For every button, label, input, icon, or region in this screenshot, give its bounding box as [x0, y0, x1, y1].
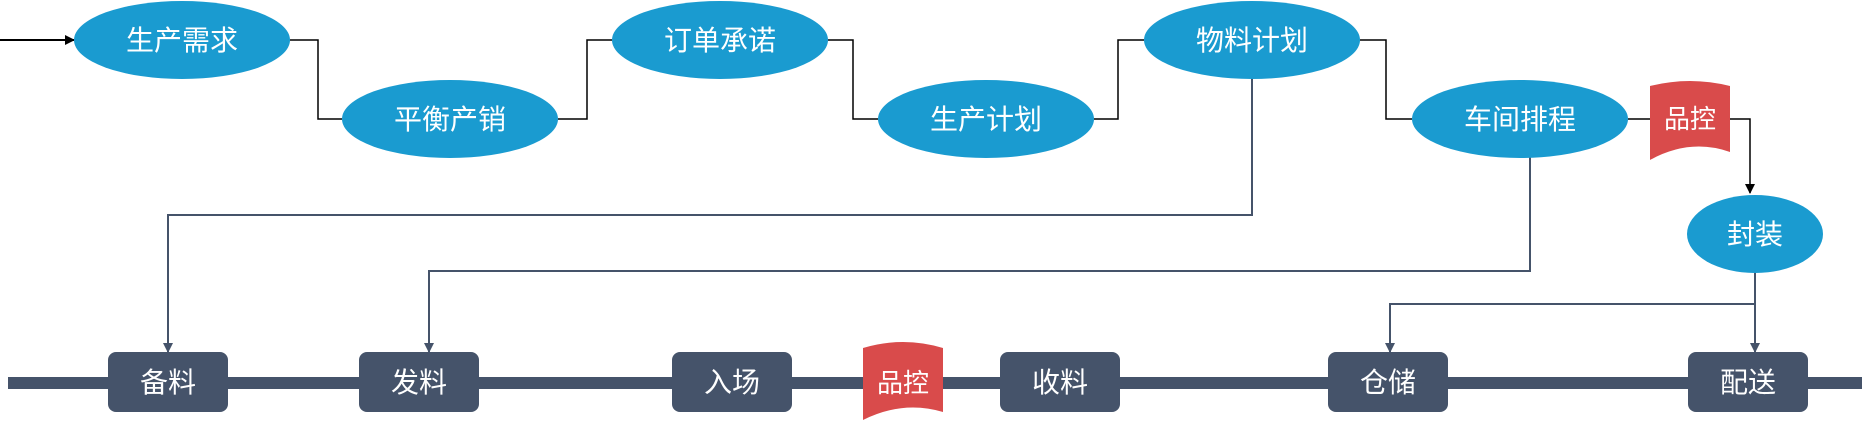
- node-plan-label: 生产计划: [930, 103, 1042, 136]
- connector-schedule-issue: [424, 157, 1531, 353]
- station-qc_bottom[interactable]: [863, 342, 943, 420]
- station-issue[interactable]: [359, 352, 479, 412]
- connector-balance-order: [558, 39, 612, 120]
- station-storage-label: 仓储: [1360, 366, 1416, 399]
- connector-package-storage: [1385, 303, 1755, 353]
- connector-demand-balance: [290, 39, 342, 120]
- node-plan[interactable]: [878, 80, 1094, 158]
- station-entry-label: 入场: [704, 366, 760, 399]
- node-balance[interactable]: [342, 80, 558, 158]
- connector-material-schedule: [1360, 39, 1412, 120]
- package-node[interactable]: [1687, 195, 1823, 273]
- node-schedule[interactable]: [1412, 80, 1628, 158]
- connector-plan-material: [1094, 39, 1144, 120]
- node-material[interactable]: [1144, 1, 1360, 79]
- node-demand[interactable]: [74, 1, 290, 79]
- qc-top-document-shape: [1650, 81, 1730, 160]
- side-nodes: 品控 封装: [1650, 81, 1823, 273]
- qc-top-label: 品控: [1664, 105, 1716, 135]
- package-label: 封装: [1727, 218, 1783, 251]
- connector-material-prepare: [163, 78, 1253, 353]
- connector-order-plan: [828, 39, 878, 120]
- station-receive-label: 收料: [1032, 366, 1088, 399]
- station-storage[interactable]: [1328, 352, 1448, 412]
- connector-qc-package: [1730, 118, 1755, 194]
- connectors: [0, 35, 1760, 353]
- station-deliver-label: 配送: [1720, 366, 1776, 399]
- station-prepare-label: 备料: [140, 366, 196, 399]
- node-schedule-label: 车间排程: [1464, 103, 1576, 136]
- station-receive[interactable]: [1000, 352, 1120, 412]
- station-prepare[interactable]: [108, 352, 228, 412]
- bottom-line-stations: 备料 发料 入场 品控 收料 仓储 配送: [108, 342, 1808, 420]
- node-material-label: 物料计划: [1196, 24, 1308, 57]
- station-entry[interactable]: [672, 352, 792, 412]
- node-balance-label: 平衡产销: [394, 103, 506, 136]
- node-order[interactable]: [612, 1, 828, 79]
- node-demand-label: 生产需求: [126, 24, 238, 57]
- station-qc_bottom-label: 品控: [877, 369, 929, 399]
- station-deliver[interactable]: [1688, 352, 1808, 412]
- station-issue-label: 发料: [391, 366, 447, 399]
- node-order-label: 订单承诺: [664, 24, 776, 57]
